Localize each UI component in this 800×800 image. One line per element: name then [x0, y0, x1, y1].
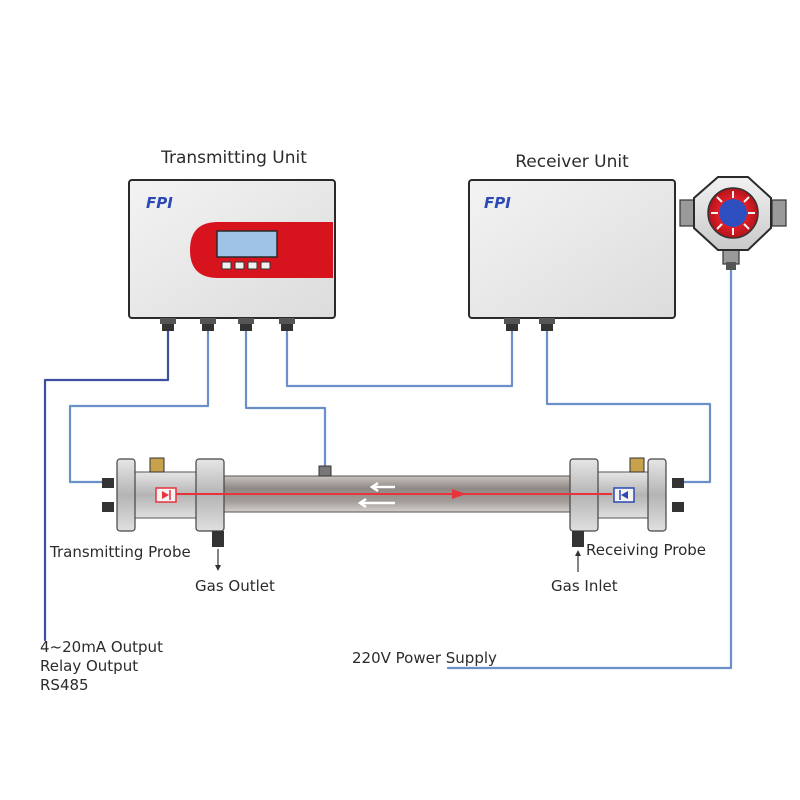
transmitting-probe-wire [68, 328, 210, 484]
output-label-relay: Relay Output [40, 657, 138, 675]
panel-button-1[interactable] [221, 261, 232, 270]
probe-fitting-icon [102, 502, 114, 512]
transmitting-probe [102, 457, 225, 547]
probe-fitting-icon [102, 478, 114, 488]
alarm-lamp-icon [679, 176, 787, 270]
transmitting-unit-title: Transmitting Unit [160, 148, 307, 168]
wiring [43, 266, 733, 670]
probe-fitting-icon [672, 478, 684, 488]
purge-valve-icon [149, 457, 165, 473]
transmitting-unit: Transmitting Unit FPI [128, 148, 336, 331]
gas-inlet-arrow-icon [575, 550, 581, 572]
output-signal-wire [43, 328, 170, 642]
gas-inlet-port [572, 531, 584, 547]
lcd-display [216, 230, 278, 258]
cable-gland-icon [504, 318, 520, 331]
cable-gland-icon [200, 318, 216, 331]
receiving-probe [569, 457, 684, 547]
unit-link-wire [285, 328, 514, 388]
gas-flow-arrow-icon [357, 481, 395, 509]
panel-button-3[interactable] [247, 261, 258, 270]
panel-button-2[interactable] [234, 261, 245, 270]
panel-button-4[interactable] [260, 261, 271, 270]
cable-gland-icon [279, 318, 295, 331]
gas-outlet-port [212, 531, 224, 547]
gas-outlet-label: Gas Outlet [195, 577, 275, 595]
receiver-unit-logo: FPI [484, 194, 511, 212]
pipe-sensor-port [318, 465, 332, 477]
laser-beam [176, 489, 612, 499]
probe-fitting-icon [672, 502, 684, 512]
purge-valve-icon [629, 457, 645, 473]
gas-outlet-arrow-icon [215, 549, 221, 571]
transmitting-probe-label: Transmitting Probe [49, 543, 191, 561]
receiving-probe-wire [545, 328, 712, 484]
output-label-analog: 4~20mA Output [40, 638, 163, 656]
pipe-sensor-wire [244, 328, 327, 468]
receiver-unit: Receiver Unit FPI [468, 152, 676, 331]
power-supply-label: 220V Power Supply [352, 649, 497, 667]
cable-gland-icon [539, 318, 555, 331]
output-label-rs485: RS485 [40, 676, 89, 694]
receiver-unit-title: Receiver Unit [515, 152, 629, 172]
gas-inlet-label: Gas Inlet [551, 577, 618, 595]
power-supply-wire [446, 266, 733, 670]
measurement-pipe [223, 465, 571, 513]
receiving-probe-label: Receiving Probe [586, 541, 706, 559]
cable-gland-icon [238, 318, 254, 331]
transmitting-unit-logo: FPI [146, 194, 173, 212]
cable-gland-icon [160, 318, 176, 331]
beam-direction-arrow-icon [452, 489, 466, 499]
receiver-unit-box [468, 179, 676, 319]
